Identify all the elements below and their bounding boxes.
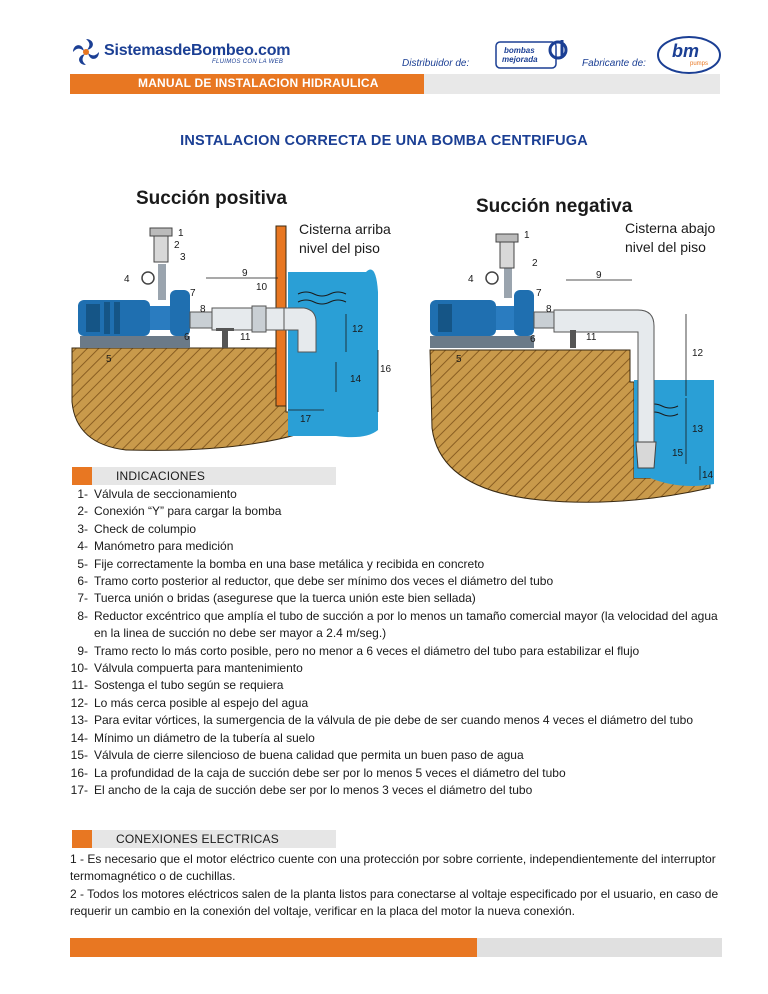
indications-header: INDICACIONES [72, 467, 336, 485]
label-10: 10 [256, 282, 268, 293]
list-item: 8-Reductor excéntrico que amplía el tubo… [77, 608, 718, 641]
svg-text:pumps: pumps [690, 61, 708, 67]
list-item: 9-Tramo recto lo más corto posible, pero… [77, 643, 640, 658]
label-3: 3 [180, 252, 186, 263]
list-item: 15-Válvula de cierre silencioso de buena… [70, 748, 524, 763]
svg-text:6: 6 [530, 334, 536, 345]
label-11: 11 [240, 332, 251, 343]
distributor-logo-icon: bombas mejorada [495, 40, 568, 69]
label-7: 7 [190, 288, 196, 299]
footer-bar [70, 938, 477, 957]
label-6: 6 [184, 332, 190, 343]
list-item: 5-Fije correctamente la bomba en una bas… [77, 556, 485, 571]
list-item: 4-Manómetro para medición [77, 539, 234, 554]
list-item: 10-Válvula compuerta para mantenimiento [70, 661, 303, 676]
label-8: 8 [200, 304, 206, 315]
svg-text:1: 1 [524, 230, 530, 241]
brand-tagline: FLUIMOS CON LA WEB [212, 59, 284, 65]
electrical-note-1: 1 - Es necesario que el motor eléctrico … [70, 852, 716, 884]
label-17: 17 [300, 414, 312, 425]
svg-text:4: 4 [468, 274, 474, 285]
label-14: 14 [350, 374, 362, 385]
list-item: 3-Check de columpio [77, 521, 197, 536]
svg-text:7: 7 [536, 288, 542, 299]
list-item: 12-Lo más cerca posible al espejo del ag… [70, 695, 309, 710]
label-16: 16 [380, 364, 392, 375]
label-4: 4 [124, 274, 130, 285]
indications-header-marker [72, 467, 92, 485]
svg-text:mejorada: mejorada [502, 55, 538, 64]
label-12: 12 [352, 324, 364, 335]
svg-text:5: 5 [456, 354, 462, 365]
label-2: 2 [174, 240, 180, 251]
manual-title: MANUAL DE INSTALACION HIDRAULICA [138, 76, 379, 90]
list-item: 17-El ancho de la caja de succión debe s… [70, 782, 533, 797]
label-9: 9 [242, 268, 248, 279]
positive-suction-diagram: 1 2 3 4 5 6 7 8 9 10 11 12 14 16 17 [71, 225, 392, 451]
brand-name: SistemasdeBombeo.com [104, 42, 291, 59]
list-item: 6-Tramo corto posterior al reductor, que… [77, 574, 554, 589]
maker-label: Fabricante de: [582, 58, 646, 69]
list-item: 2-Conexión “Y” para cargar la bomba [77, 504, 282, 519]
list-item: 14-Mínimo un diámetro de la tubería al s… [70, 730, 315, 745]
svg-text:2: 2 [532, 258, 538, 269]
svg-text:bm: bm [672, 41, 699, 61]
distributor-label: Distribuidor de: [402, 58, 470, 69]
electrical-note-2: 2 - Todos los motores eléctricos salen d… [70, 886, 719, 919]
list-item: 7-Tuerca unión o bridas (asegurese que l… [77, 591, 476, 606]
indications-heading: INDICACIONES [116, 469, 206, 483]
list-item: 1-Válvula de seccionamiento [77, 487, 237, 501]
electrical-header-marker [72, 830, 92, 848]
positive-suction-title: Succión positiva [136, 188, 287, 209]
footer-bar-gray [477, 938, 722, 957]
electrical-header: CONEXIONES ELECTRICAS [72, 830, 336, 848]
svg-text:14: 14 [702, 470, 714, 481]
label-1: 1 [178, 228, 184, 239]
header-bar-gray [424, 74, 720, 94]
page-title: INSTALACION CORRECTA DE UNA BOMBA CENTRI… [180, 133, 588, 149]
indications-list: 1-Válvula de seccionamiento 2-Conexión “… [70, 486, 730, 799]
label-5: 5 [106, 354, 112, 365]
svg-text:13: 13 [692, 424, 704, 435]
negative-suction-diagram: 1 2 4 5 6 7 8 9 11 12 13 14 15 [429, 230, 714, 503]
list-item: 16-La profundidad de la caja de succión … [70, 765, 566, 780]
svg-text:bombas: bombas [504, 46, 535, 55]
list-item: 11-Sostenga el tubo según se requiera [71, 678, 284, 693]
list-item: 13-Para evitar vórtices, la sumergencia … [70, 713, 694, 728]
negative-suction-title: Succión negativa [476, 196, 633, 217]
svg-text:11: 11 [586, 332, 597, 343]
svg-text:9: 9 [596, 270, 602, 281]
electrical-heading: CONEXIONES ELECTRICAS [116, 832, 279, 846]
svg-text:8: 8 [546, 304, 552, 315]
brand-logo-icon [71, 37, 101, 67]
svg-text:15: 15 [672, 448, 684, 459]
svg-text:12: 12 [692, 348, 704, 359]
electrical-notes: 1 - Es necesario que el motor eléctrico … [70, 851, 730, 921]
maker-logo-icon: bm pumps [657, 36, 721, 74]
